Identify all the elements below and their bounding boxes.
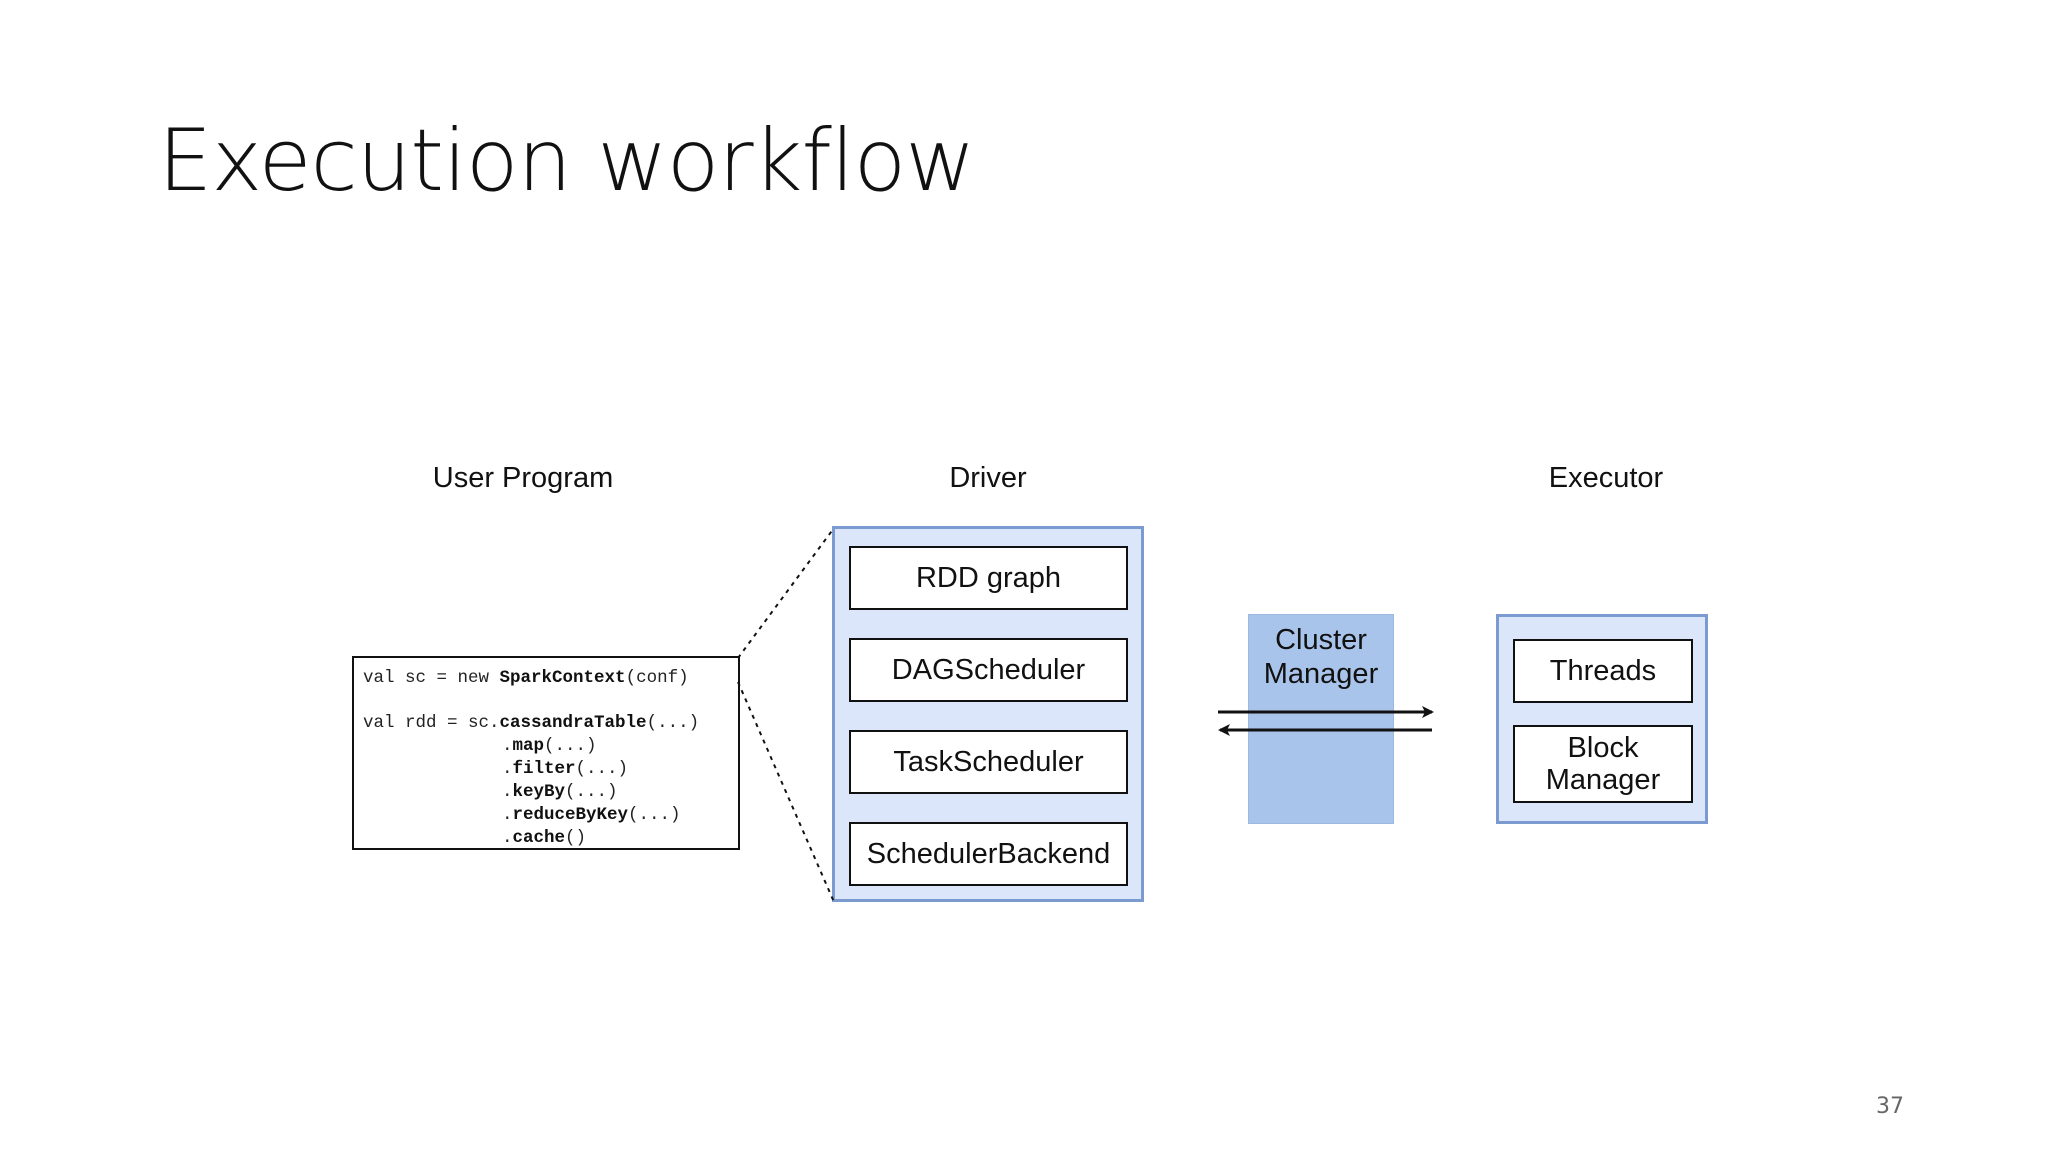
code-line-sparkcontext: val sc = new SparkContext(conf): [363, 668, 689, 688]
code-line-filter: .filter(...): [502, 759, 629, 779]
cluster-manager-box: Cluster Manager: [1248, 614, 1394, 824]
code-line-map: .map(...): [502, 736, 597, 756]
rdd-graph-box: RDD graph: [849, 546, 1128, 610]
threads-box: Threads: [1513, 639, 1693, 703]
zoom-line-bottom: [737, 681, 835, 903]
dag-scheduler-box: DAGScheduler: [849, 638, 1128, 702]
block-manager-box: Block Manager: [1513, 725, 1693, 803]
scheduler-backend-box: SchedulerBackend: [849, 822, 1128, 886]
code-line-keyby: .keyBy(...): [502, 782, 618, 802]
user-program-code-box: val sc = new SparkContext(conf) val rdd …: [352, 656, 740, 850]
user-program-label: User Program: [432, 462, 614, 494]
code-line-cache: .cache(): [502, 828, 587, 848]
task-scheduler-box: TaskScheduler: [849, 730, 1128, 794]
zoom-line-top: [737, 527, 835, 659]
executor-label: Executor: [1548, 462, 1664, 494]
executor-container: Threads Block Manager: [1496, 614, 1708, 824]
cluster-manager-label: Cluster Manager: [1263, 624, 1379, 691]
driver-container: RDD graph DAGScheduler TaskScheduler Sch…: [832, 526, 1144, 902]
page-number: 37: [1876, 1094, 1904, 1119]
code-line-cassandra-table: val rdd = sc.cassandraTable(...): [363, 713, 700, 733]
slide-title: Execution workflow: [158, 111, 976, 211]
code-line-reducebykey: .reduceByKey(...): [502, 805, 681, 825]
driver-label: Driver: [949, 462, 1027, 494]
